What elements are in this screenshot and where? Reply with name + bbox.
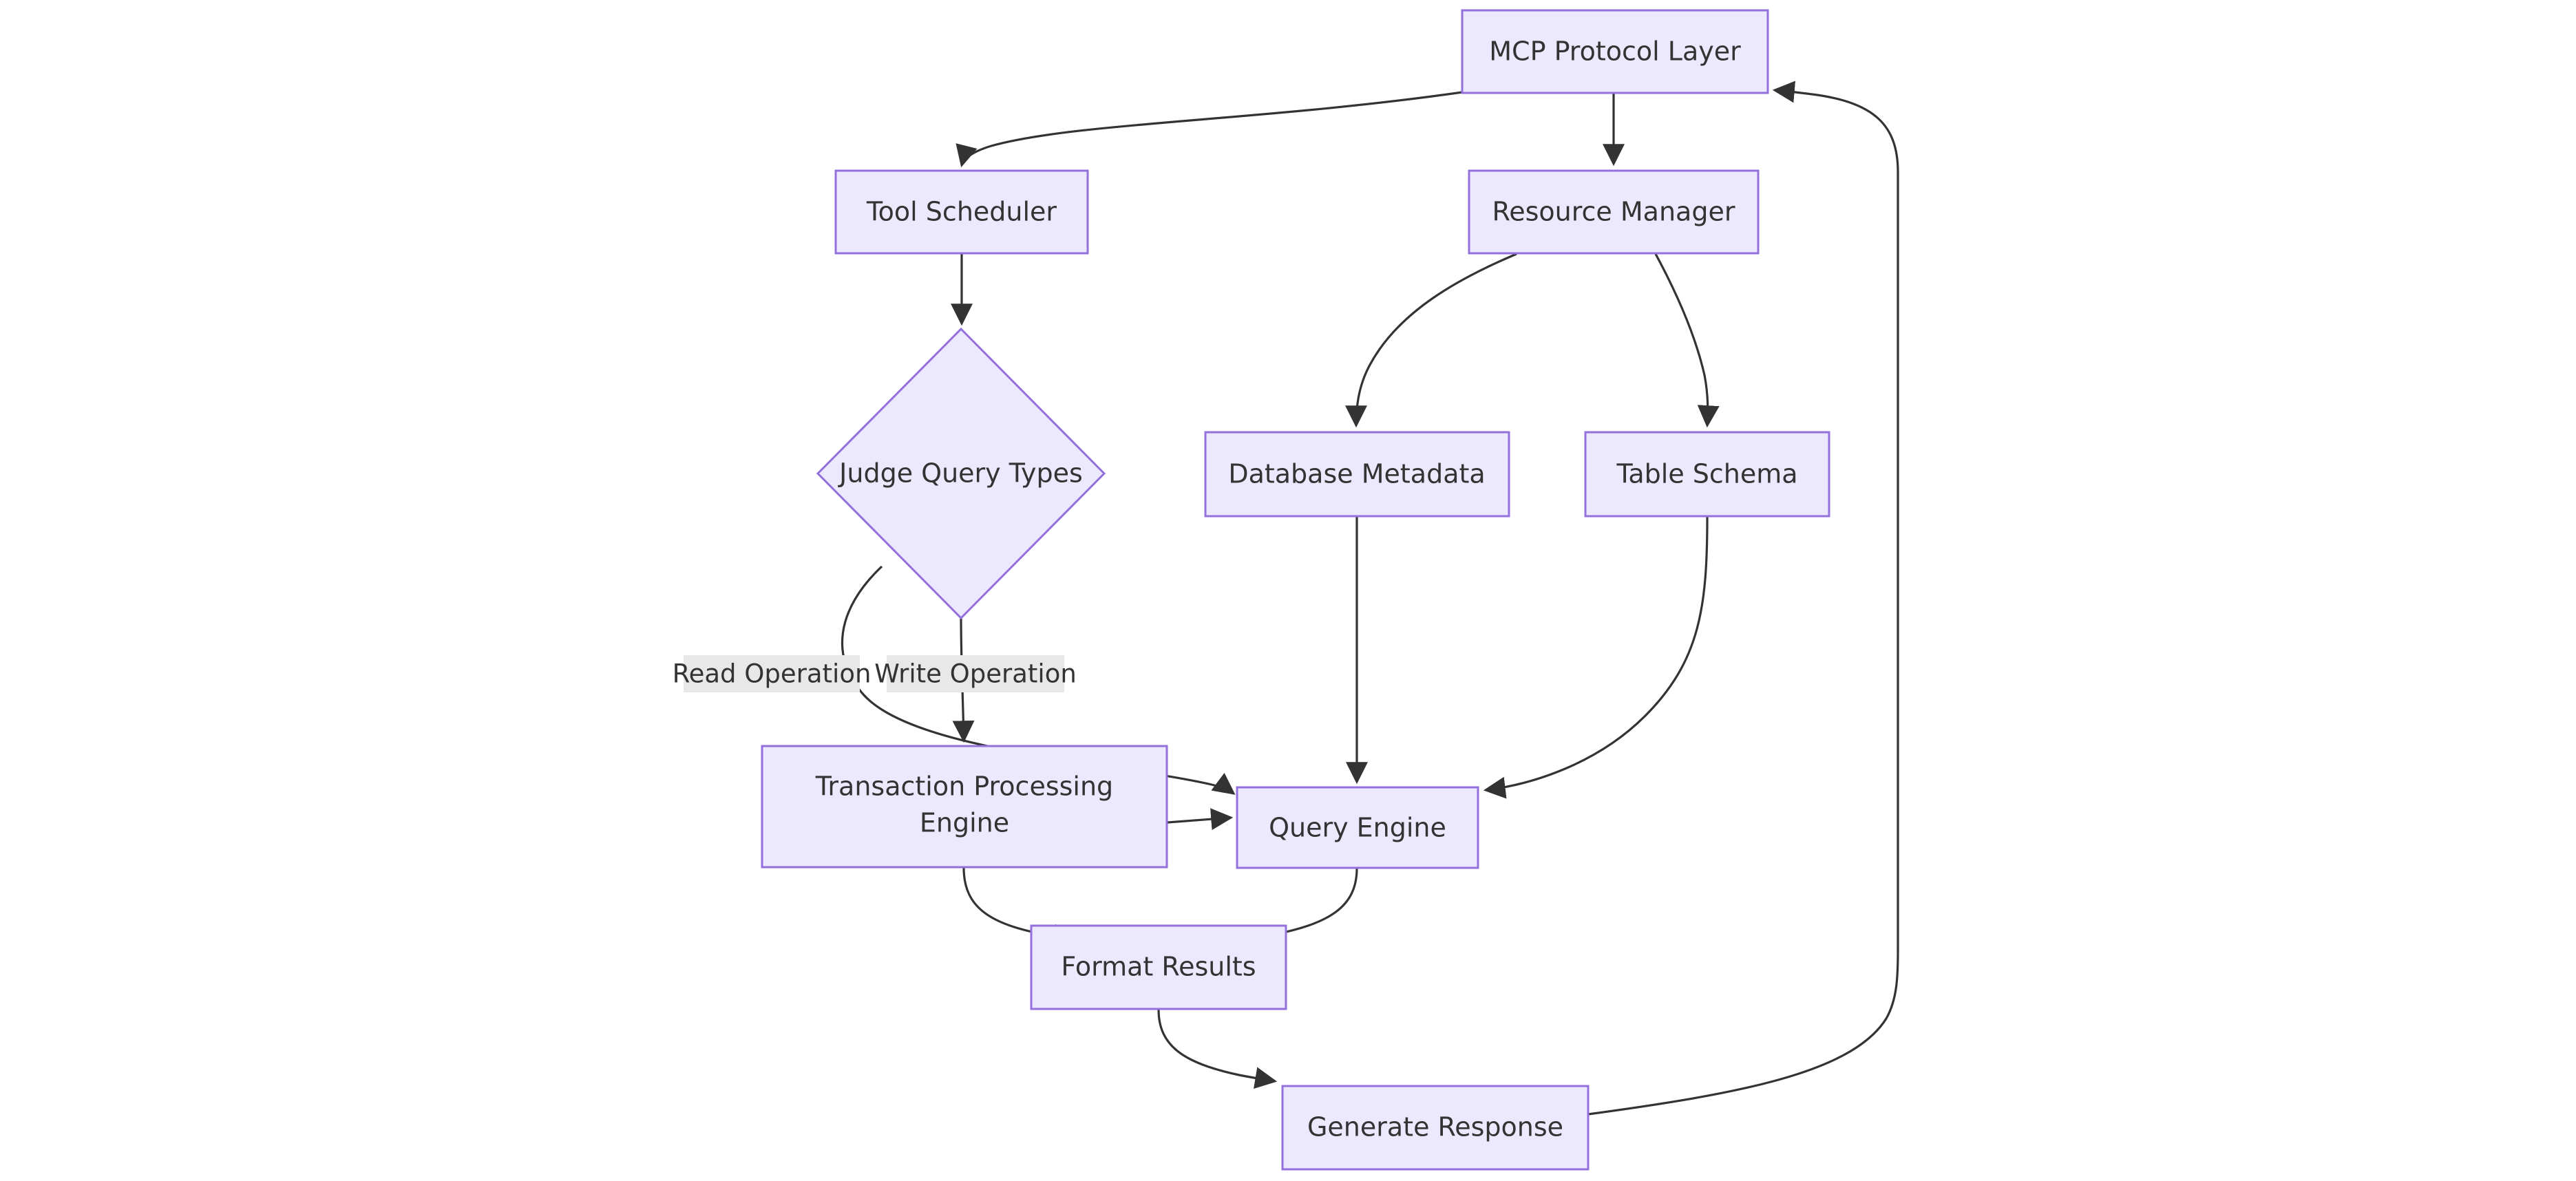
node-format-results-shape[interactable] — [1030, 924, 1287, 1010]
node-mcp-protocol-layer[interactable]: MCP Protocol Layer — [1461, 9, 1769, 94]
node-query-engine-shape[interactable] — [1236, 786, 1479, 869]
node-transaction-processing-engine-shape[interactable] — [761, 745, 1168, 869]
edge-label-write-operation-text: Write Operation — [874, 659, 1077, 689]
node-transaction-processing-engine-label-line2: Engine — [920, 808, 1009, 838]
node-table-schema-label: Table Schema — [1616, 459, 1797, 489]
edge-label-read-operation: Read Operation — [673, 655, 872, 692]
edge-resource-manager-to-table-schema — [1654, 253, 1720, 428]
edge-label-write-operation-bg — [887, 655, 1064, 692]
node-database-metadata-shape[interactable] — [1204, 431, 1510, 518]
edge-format-results-to-generate-response — [1157, 1009, 1278, 1089]
node-format-results-label: Format Results — [1061, 952, 1256, 982]
edge-label-write-operation: Write Operation — [874, 655, 1077, 692]
node-table-schema[interactable]: Table Schema — [1584, 431, 1830, 518]
node-layer: MCP Protocol Layer Tool Scheduler Resour… — [761, 9, 1830, 1171]
node-resource-manager-label: Resource Manager — [1492, 197, 1735, 227]
edge-label-read-operation-text: Read Operation — [673, 659, 872, 689]
node-query-engine[interactable]: Query Engine — [1236, 786, 1479, 869]
node-generate-response-shape[interactable] — [1281, 1085, 1590, 1171]
edge-mcp-to-tool-scheduler — [956, 91, 1463, 168]
edge-label-read-operation-bg — [684, 655, 860, 692]
node-tool-scheduler[interactable]: Tool Scheduler — [834, 169, 1089, 255]
node-database-metadata-label: Database Metadata — [1228, 459, 1485, 489]
node-query-engine-label: Query Engine — [1269, 813, 1446, 843]
edge-generate-response-to-mcp — [1587, 81, 1899, 1116]
edge-transaction-to-query-engine — [1167, 808, 1234, 831]
edge-label-layer: Read Operation Write Operation — [673, 655, 1077, 692]
node-transaction-processing-engine-label-line1: Transaction Processing — [815, 772, 1113, 802]
node-resource-manager-shape[interactable] — [1468, 169, 1760, 255]
node-database-metadata[interactable]: Database Metadata — [1204, 431, 1510, 518]
edge-table-schema-to-query-engine — [1483, 516, 1709, 799]
edge-layer — [841, 81, 1899, 1116]
node-mcp-protocol-layer-label: MCP Protocol Layer — [1489, 36, 1741, 67]
node-transaction-processing-engine[interactable]: Transaction Processing Engine — [761, 745, 1168, 869]
node-resource-manager[interactable]: Resource Manager — [1468, 169, 1760, 255]
node-tool-scheduler-shape[interactable] — [834, 169, 1089, 255]
node-judge-query-types-shape[interactable] — [816, 327, 1106, 620]
node-generate-response-label: Generate Response — [1307, 1112, 1563, 1142]
node-generate-response[interactable]: Generate Response — [1281, 1085, 1590, 1171]
node-judge-query-types[interactable]: Judge Query Types — [816, 327, 1106, 620]
edge-resource-manager-to-database-metadata — [1345, 253, 1517, 428]
node-tool-scheduler-label: Tool Scheduler — [866, 197, 1057, 227]
node-mcp-protocol-layer-shape[interactable] — [1461, 9, 1769, 94]
node-format-results[interactable]: Format Results — [1030, 924, 1287, 1010]
node-table-schema-shape[interactable] — [1584, 431, 1830, 518]
node-judge-query-types-label: Judge Query Types — [838, 458, 1083, 489]
